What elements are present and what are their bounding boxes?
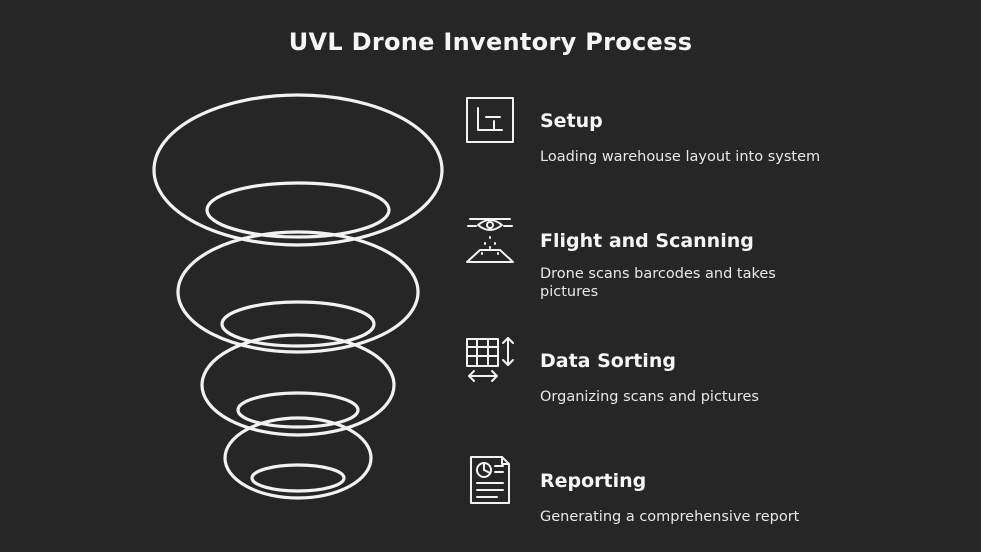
funnel-ring-data-sorting: [200, 333, 396, 437]
funnel-ring-setup: [152, 93, 444, 247]
layout-document-icon: [464, 95, 516, 147]
report-chart-icon: [464, 454, 516, 506]
step-title-data-sorting: Data Sorting: [540, 350, 676, 372]
funnel-ring-reporting: [223, 416, 373, 500]
step-title-reporting: Reporting: [540, 470, 647, 492]
step-description-setup: Loading warehouse layout into system: [540, 149, 821, 165]
step-title-flight-and-scanning: Flight and Scanning: [540, 230, 754, 252]
step-title-setup: Setup: [540, 110, 603, 132]
step-description-flight-and-scanning: Drone scans barcodes and takes pictures: [540, 266, 776, 300]
table-sort-icon: [464, 334, 516, 386]
step-description-reporting: Generating a comprehensive report: [540, 509, 800, 525]
diagram-title: UVL Drone Inventory Process: [288, 28, 693, 56]
funnel-ring-flight-and-scanning: [176, 230, 420, 354]
step-description-data-sorting: Organizing scans and pictures: [540, 389, 759, 405]
drone-scan-icon: [464, 213, 516, 265]
